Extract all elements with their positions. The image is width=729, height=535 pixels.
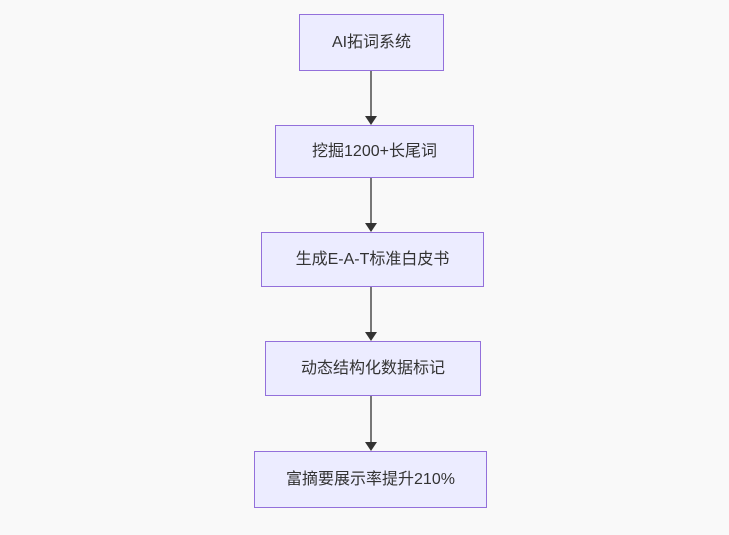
node-label: 富摘要展示率提升210%	[286, 470, 455, 488]
node-label: 挖掘1200+长尾词	[312, 142, 437, 160]
flow-arrow-1	[365, 71, 377, 125]
node-label: 动态结构化数据标记	[300, 359, 445, 377]
arrow-line	[370, 287, 372, 332]
arrow-head-icon	[365, 332, 377, 341]
flow-node-ai-keyword-system: AI拓词系统	[299, 14, 444, 71]
flow-node-eat-whitepaper: 生成E-A-T标准白皮书	[261, 232, 484, 287]
flow-arrow-3	[365, 287, 377, 341]
flow-node-longtail-mining: 挖掘1200+长尾词	[275, 125, 474, 178]
flow-node-structured-data-markup: 动态结构化数据标记	[265, 341, 481, 396]
flow-arrow-2	[365, 178, 377, 232]
flow-arrow-4	[365, 396, 377, 451]
arrow-head-icon	[365, 223, 377, 232]
node-label: 生成E-A-T标准白皮书	[295, 250, 450, 268]
arrow-line	[370, 71, 372, 116]
arrow-head-icon	[365, 442, 377, 451]
arrow-head-icon	[365, 116, 377, 125]
arrow-line	[370, 178, 372, 223]
node-label: AI拓词系统	[331, 33, 412, 51]
arrow-line	[370, 396, 372, 442]
flow-node-rich-snippet-result: 富摘要展示率提升210%	[254, 451, 487, 508]
